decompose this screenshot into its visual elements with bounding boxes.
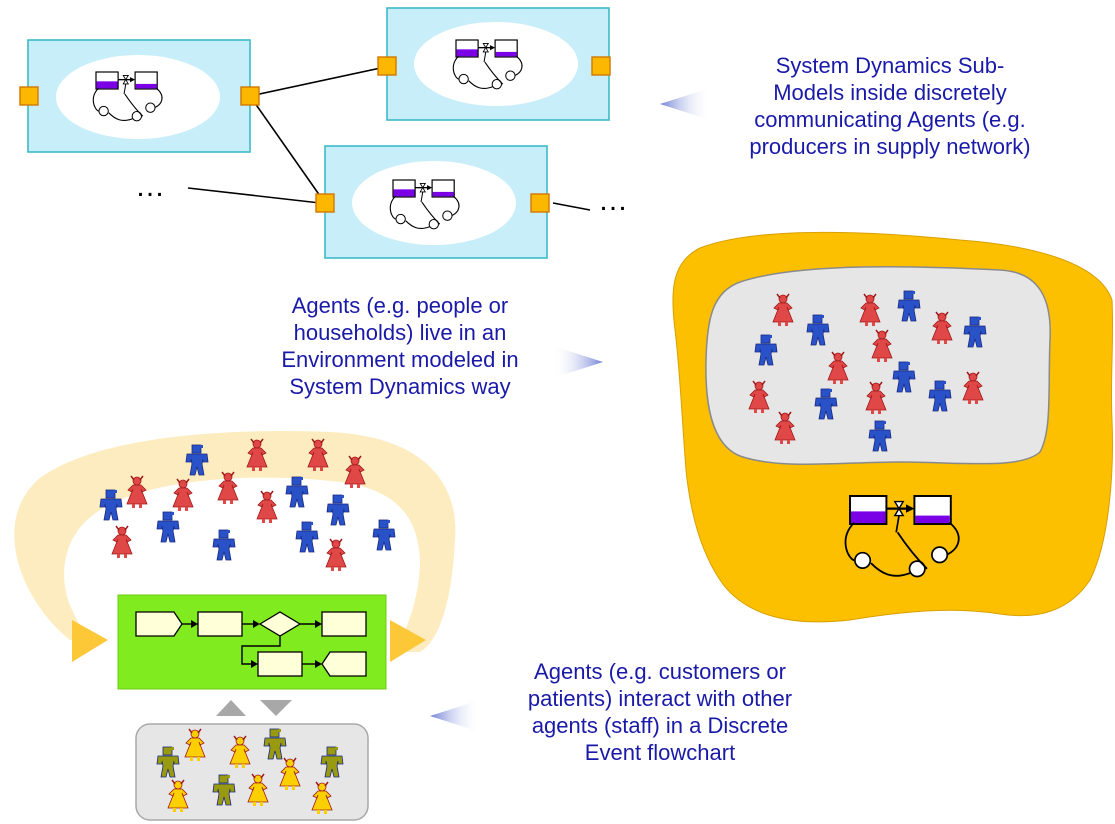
caption-agents-discrete-event: Agents (e.g. customers or patients) inte…	[527, 659, 793, 765]
agent-box-3	[315, 145, 550, 259]
port-icon	[591, 56, 611, 76]
caption-agents-environment: Agents (e.g. people or households) live …	[281, 293, 519, 399]
port-icon	[377, 56, 397, 76]
exit-arrow-icon	[390, 620, 426, 662]
pointer-arrow-icon	[430, 700, 480, 732]
customer-loop	[14, 431, 456, 662]
port-icon	[315, 193, 335, 213]
staff-exchange-arrows	[216, 700, 292, 716]
down-arrow-icon	[260, 700, 292, 716]
caption-sd-submodels: System Dynamics Sub- Models inside discr…	[749, 53, 1031, 159]
environment-blob	[672, 231, 1114, 623]
port-icon	[19, 86, 39, 106]
pointer-arrow-icon	[660, 88, 710, 120]
up-arrow-icon	[216, 700, 246, 716]
ellipsis-right: …	[598, 184, 631, 217]
port-icon	[530, 193, 550, 213]
port-icon	[240, 86, 260, 106]
supply-network-links	[187, 65, 591, 211]
agent-box-2	[377, 7, 611, 121]
discrete-event-flowchart	[117, 594, 387, 690]
staff-pool	[135, 723, 369, 821]
pointer-arrow-icon	[553, 346, 603, 378]
agent-box-1	[19, 39, 260, 153]
ellipsis-left: …	[135, 170, 168, 203]
entry-arrow-icon	[72, 620, 108, 662]
